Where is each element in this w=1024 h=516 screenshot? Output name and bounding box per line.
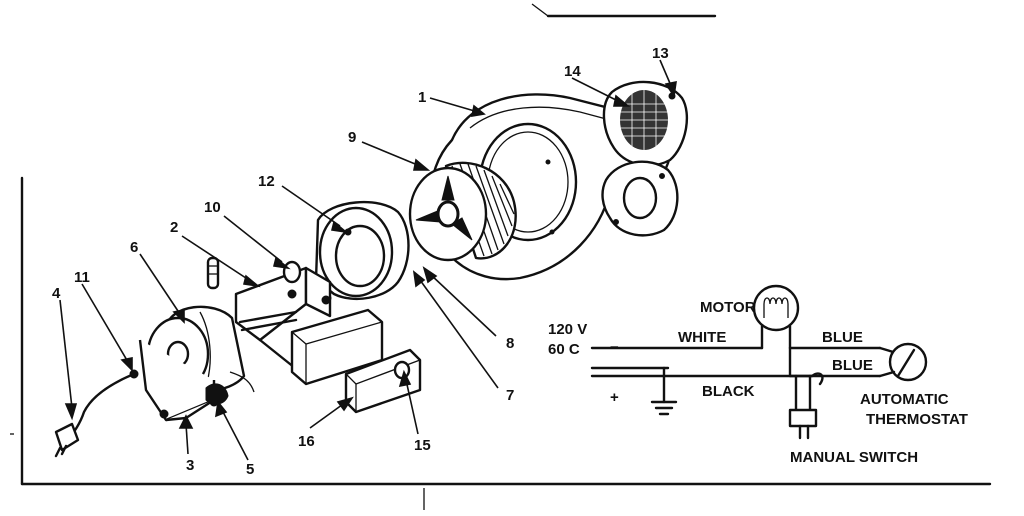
manual-switch-symbol-icon [788,408,818,440]
white-wire-label: WHITE [678,329,726,346]
minus-sign: − [610,339,619,356]
blue-upper-label: BLUE [822,329,863,346]
label-part-2: 2 [170,219,178,236]
label-part-14: 14 [564,63,581,80]
label-part-12: 12 [258,173,275,190]
label-part-10: 10 [204,199,221,216]
plus-sign: + [610,389,619,406]
label-part-8: 8 [506,335,514,352]
label-part-7: 7 [506,387,514,404]
wiring-schematic: 120 V 60 C − + MOTOR WHITE BLUE BLUE BLA… [548,284,968,466]
part-number-labels: 1 2 3 4 5 6 7 8 9 10 11 12 13 14 15 16 [52,45,669,478]
frequency-label: 60 C [548,341,580,358]
manual-switch-label: MANUAL SWITCH [790,449,918,466]
ground-symbol-icon [650,400,678,416]
plug-icon [54,422,80,452]
label-part-4: 4 [52,285,61,302]
outlet-flange [601,160,679,237]
blower-wheel [408,161,517,262]
label-part-6: 6 [130,239,138,256]
motor-shaft [238,310,298,324]
voltage-label: 120 V [548,321,587,338]
thermostat-label: THERMOSTAT [866,411,968,428]
motor-symbol-icon [752,284,800,332]
top-frame-tick [531,3,549,17]
automatic-label: AUTOMATIC [860,391,949,408]
black-wire-label: BLACK [702,383,755,400]
label-part-5: 5 [246,461,254,478]
thermostat-symbol-icon [878,342,928,382]
label-part-15: 15 [414,437,431,454]
label-part-16: 16 [298,433,315,450]
label-part-1: 1 [418,89,426,106]
leader-lines [59,59,677,461]
frame [10,3,992,510]
label-part-3: 3 [186,457,194,474]
label-part-13: 13 [652,45,669,62]
wheel-hub [436,200,460,228]
label-part-9: 9 [348,129,356,146]
switch-box [290,308,422,414]
label-part-11: 11 [74,269,90,286]
black-wire-crossover [810,372,824,386]
blue-lower-label: BLUE [832,357,873,374]
switch-knob [393,360,411,380]
mounting-bolt [206,256,220,290]
motor-label: MOTOR [700,299,756,316]
power-cord [54,369,139,458]
